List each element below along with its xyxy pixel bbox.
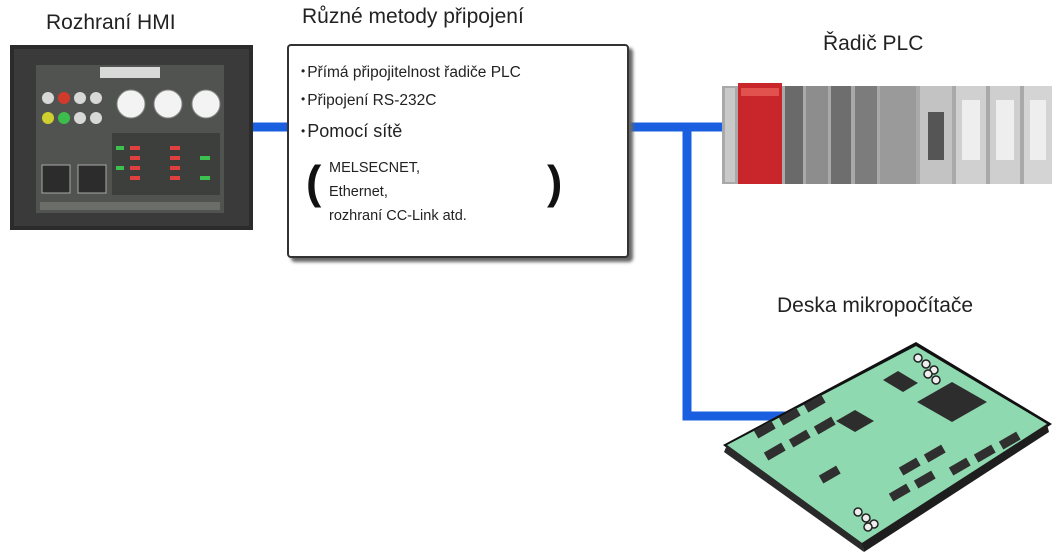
connection-methods-box: •Přímá připojitelnost řadiče PLC •Připoj… [287,44,629,258]
board-label: Deska mikropočítače [777,294,974,317]
microcomputer-board-icon [723,342,1052,552]
hmi-label: Rozhraní HMI [46,11,176,34]
hmi-panel-icon [10,45,253,230]
network-example: rozhraní CC-Link atd. [329,208,467,224]
left-bracket: ( [306,156,322,208]
right-bracket: ) [547,156,563,208]
method-item: •Pomocí sítě [301,121,403,141]
link-branch-to-board [682,127,790,421]
method-item: •Připojení RS-232C [301,92,437,109]
methods-title: Různé metody připojení [302,5,524,28]
method-item-label: Přímá připojitelnost řadiče PLC [307,64,521,81]
plc-label: Řadič PLC [823,32,924,55]
method-item-label: Pomocí sítě [307,121,403,141]
method-item-label: Připojení RS-232C [307,92,437,109]
connection-lines [250,122,790,421]
plc-controller-icon [722,83,1052,184]
method-item: •Přímá připojitelnost řadiče PLC [301,64,521,81]
network-example: Ethernet, [329,184,388,200]
network-example: MELSECNET, [329,160,421,176]
